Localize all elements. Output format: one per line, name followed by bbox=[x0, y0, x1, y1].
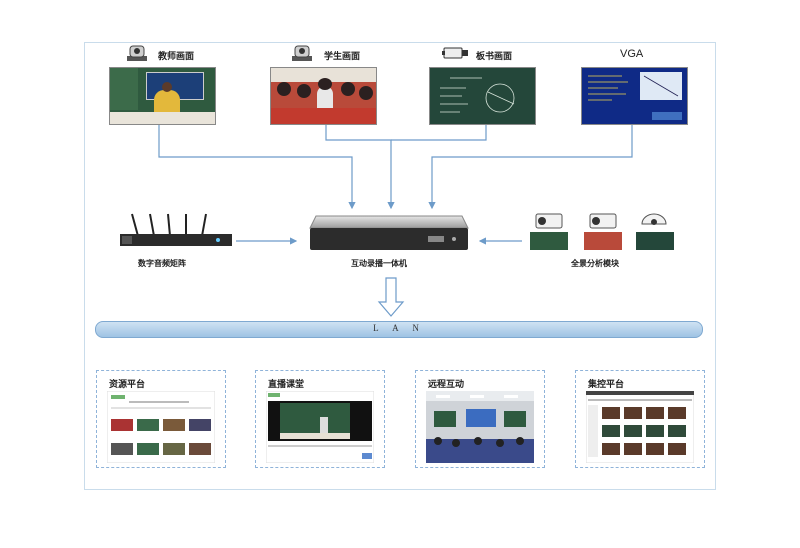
central-control-screenshot bbox=[586, 391, 694, 463]
blackboard-view-thumbnail bbox=[429, 67, 536, 125]
recording-host-device bbox=[308, 214, 470, 252]
box-camera-icon bbox=[442, 44, 470, 66]
platform-label-control: 集控平台 bbox=[588, 380, 625, 390]
audio-matrix-device bbox=[118, 212, 234, 248]
platform-card-live: 直播课堂 bbox=[255, 370, 385, 468]
teacher-view-thumbnail bbox=[109, 67, 216, 125]
source-label-vga: VGA bbox=[620, 48, 644, 60]
lan-bus: L A N bbox=[95, 321, 703, 338]
source-label-teacher: 教师画面 bbox=[158, 52, 195, 62]
student-view-thumbnail bbox=[270, 67, 377, 125]
platform-card-control: 集控平台 bbox=[575, 370, 705, 468]
panorama-module-device bbox=[528, 212, 676, 252]
wire-vga bbox=[428, 125, 633, 210]
audio-matrix-label: 数字音频矩阵 bbox=[138, 258, 186, 268]
source-label-students: 学生画面 bbox=[324, 52, 361, 62]
panorama-module-label: 全景分析模块 bbox=[571, 258, 619, 268]
live-classroom-screenshot bbox=[266, 391, 374, 463]
remote-interaction-photo bbox=[426, 391, 534, 463]
platform-card-resource: 资源平台 bbox=[96, 370, 226, 468]
lan-label: L A N bbox=[373, 323, 425, 333]
platform-label-resource: 资源平台 bbox=[109, 380, 146, 390]
platform-card-remote: 远程互动 bbox=[415, 370, 545, 468]
resource-platform-screenshot bbox=[107, 391, 215, 463]
platform-label-remote: 远程互动 bbox=[428, 380, 465, 390]
down-arrow bbox=[377, 277, 405, 317]
wire-board bbox=[391, 125, 487, 141]
wire-student bbox=[325, 125, 395, 210]
wire-teacher bbox=[158, 125, 356, 210]
recording-host-label: 互动录播一体机 bbox=[351, 258, 407, 268]
ptz-camera-icon bbox=[291, 44, 313, 66]
platform-label-live: 直播课堂 bbox=[268, 380, 305, 390]
vga-view-thumbnail bbox=[581, 67, 688, 125]
source-label-blackboard: 板书画面 bbox=[476, 52, 513, 62]
ptz-camera-icon bbox=[126, 44, 148, 66]
